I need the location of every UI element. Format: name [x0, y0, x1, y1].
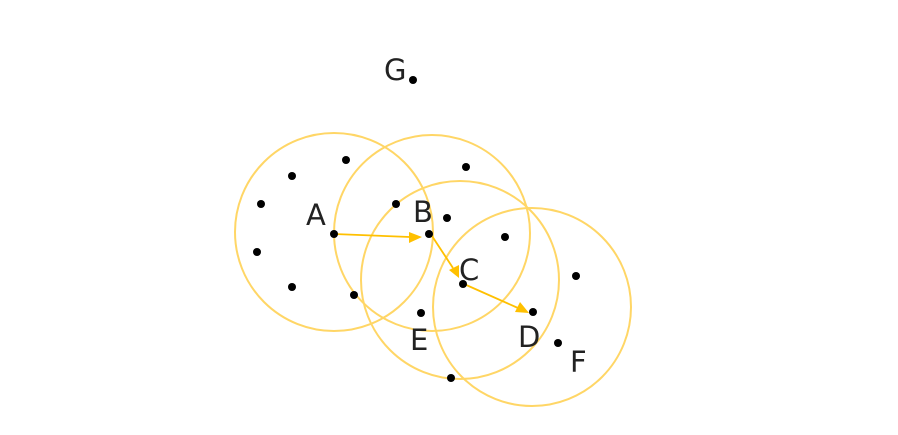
point — [342, 156, 350, 164]
point-a — [330, 230, 338, 238]
point — [447, 374, 455, 382]
neighborhood-circle-d — [432, 207, 632, 407]
point — [501, 233, 509, 241]
point — [572, 272, 580, 280]
neighborhood-circle-a — [234, 132, 434, 332]
label-e: E — [410, 323, 428, 357]
point-d — [529, 308, 537, 316]
point — [350, 291, 358, 299]
point-c — [459, 280, 467, 288]
point — [443, 214, 451, 222]
arrow-b-to-c — [431, 235, 459, 278]
point-b — [425, 230, 433, 238]
label-c: C — [459, 253, 479, 287]
label-f: F — [570, 345, 587, 379]
point — [288, 283, 296, 291]
label-d: D — [518, 320, 540, 354]
point-f — [554, 339, 562, 347]
point-e — [417, 309, 425, 317]
label-b: B — [413, 195, 433, 229]
label-g: G — [384, 53, 406, 87]
arrow-a-to-b — [333, 232, 422, 243]
point — [288, 172, 296, 180]
point — [462, 163, 470, 171]
label-a: A — [306, 198, 326, 232]
arrow-c-to-d — [463, 283, 529, 313]
neighborhood-circle-c — [360, 180, 560, 380]
point — [257, 200, 265, 208]
point — [392, 200, 400, 208]
point — [253, 248, 261, 256]
point-g — [409, 76, 417, 84]
